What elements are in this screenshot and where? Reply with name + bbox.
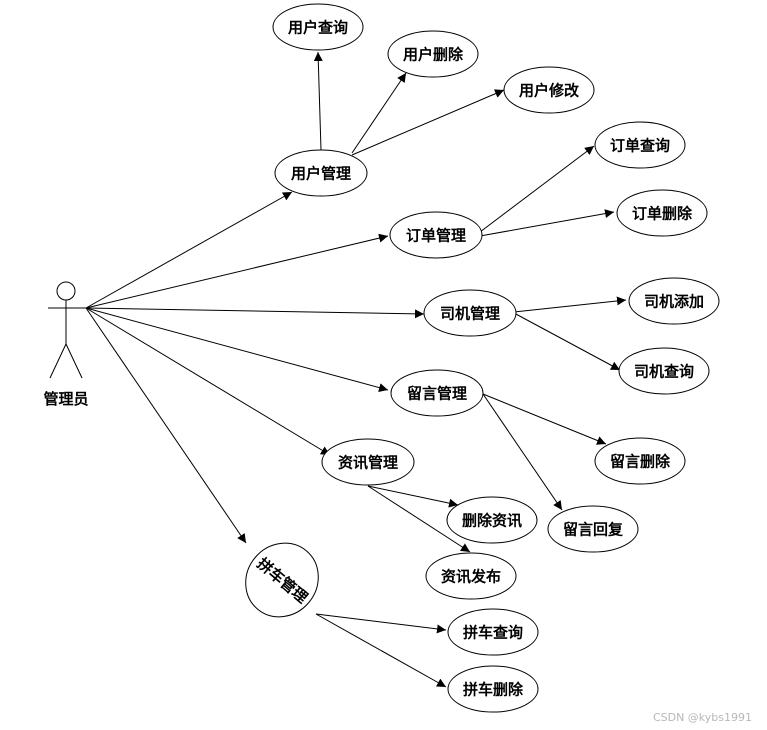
edge-news-mgmt-delete: [367, 485, 459, 508]
actor-admin: 管理员: [43, 281, 89, 408]
edge-msg-mgmt-reply: [482, 393, 563, 511]
actor-label: 管理员: [43, 390, 88, 408]
node-order-mgmt: 订单管理: [389, 211, 483, 259]
node-msg-delete-label: 留言删除: [610, 453, 671, 471]
actor-right-leg: [65, 343, 83, 379]
node-order-mgmt-label: 订单管理: [406, 227, 466, 245]
node-news-mgmt: 资讯管理: [321, 438, 415, 486]
edge-user-mgmt-query: [313, 51, 323, 151]
edge-carpool-mgmt-query: [315, 613, 447, 634]
node-news-delete: 删除资讯: [446, 496, 538, 544]
node-driver-query: 司机查询: [618, 347, 710, 395]
actor-connectors: [85, 191, 425, 544]
node-carpool-delete-label: 拼车删除: [463, 681, 524, 699]
edge-order-mgmt-delete: [479, 209, 615, 237]
node-msg-reply: 留言回复: [547, 505, 639, 553]
node-user-query-label: 用户查询: [288, 19, 348, 37]
node-news-publish-label: 资讯发布: [441, 568, 501, 586]
sub-connectors: [313, 51, 627, 688]
node-user-edit: 用户修改: [503, 66, 595, 114]
edge-order-mgmt-query: [479, 145, 595, 233]
node-driver-mgmt: 司机管理: [423, 289, 517, 337]
edge-actor-carpool-mgmt: [85, 307, 247, 544]
node-driver-mgmt-label: 司机管理: [440, 305, 500, 323]
node-user-edit-label: 用户修改: [519, 82, 580, 100]
edge-driver-mgmt-add: [513, 296, 627, 313]
edge-actor-msg-mgmt: [85, 307, 389, 392]
node-order-delete-label: 订单删除: [632, 205, 693, 223]
edge-msg-mgmt-delete: [482, 393, 607, 445]
node-driver-add: 司机添加: [628, 277, 720, 325]
edge-user-mgmt-delete: [351, 72, 407, 154]
edge-actor-user-mgmt: [85, 191, 293, 309]
node-user-mgmt-label: 用户管理: [291, 165, 351, 183]
use-case-nodes: 用户管理 用户查询 用户删除 用户修改 订单管理 订单查询 订单删除 司机: [245, 3, 720, 713]
edge-actor-news-mgmt: [85, 307, 331, 456]
node-user-delete-label: 用户删除: [403, 46, 464, 64]
node-msg-delete: 留言删除: [594, 437, 686, 485]
node-order-query: 订单查询: [594, 121, 686, 169]
node-carpool-query-label: 拼车查询: [463, 624, 523, 642]
node-order-query-label: 订单查询: [610, 137, 670, 155]
edge-actor-driver-mgmt: [85, 307, 425, 319]
node-driver-add-label: 司机添加: [644, 293, 704, 311]
edge-actor-order-mgmt: [85, 233, 389, 309]
node-carpool-delete: 拼车删除: [447, 665, 539, 713]
node-user-mgmt: 用户管理: [274, 149, 368, 197]
node-news-mgmt-label: 资讯管理: [338, 454, 398, 472]
node-msg-reply-label: 留言回复: [563, 521, 624, 539]
edge-news-mgmt-publish: [367, 485, 471, 553]
node-user-query: 用户查询: [272, 3, 364, 51]
node-driver-query-label: 司机查询: [634, 363, 694, 381]
actor-left-leg: [49, 343, 67, 379]
actor-head: [56, 281, 76, 301]
node-order-delete: 订单删除: [616, 189, 708, 237]
edge-user-mgmt-edit: [351, 89, 505, 156]
node-news-publish: 资讯发布: [425, 552, 517, 600]
edge-driver-mgmt-query: [513, 312, 621, 371]
node-msg-mgmt-label: 留言管理: [407, 385, 467, 403]
node-carpool-query: 拼车查询: [447, 608, 539, 656]
node-news-delete-label: 删除资讯: [462, 512, 522, 530]
node-msg-mgmt: 留言管理: [390, 369, 484, 417]
watermark: CSDN @kybs1991: [653, 711, 752, 724]
node-carpool-mgmt: 拼车管理: [245, 542, 319, 618]
edge-carpool-mgmt-delete: [315, 613, 447, 688]
node-user-delete: 用户删除: [387, 30, 479, 78]
